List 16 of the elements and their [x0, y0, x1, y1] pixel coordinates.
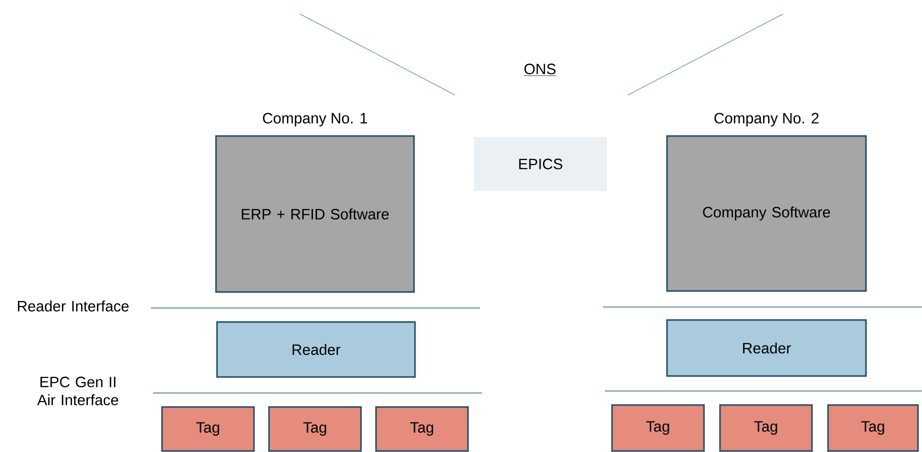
tag-box: Tag [719, 404, 813, 452]
tag-box: Tag [268, 406, 362, 452]
software-box: ERP + RFID Software [215, 135, 415, 293]
tag-box: Tag [611, 404, 705, 452]
layer-label: EPC Gen II Air Interface [37, 376, 118, 406]
company-heading: Company No. 2 [714, 112, 819, 126]
reader-box: Reader [216, 321, 416, 378]
company-heading: Company No. 1 [262, 112, 368, 126]
tag-box: Tag [375, 406, 469, 452]
tag-box: Tag [161, 406, 255, 452]
epics-box: EPICS [474, 137, 607, 191]
reader-box: Reader [666, 319, 867, 377]
layer-label: Reader Interface [18, 300, 129, 312]
underlined-label: ONS [524, 64, 556, 76]
software-box: Company Software [666, 135, 867, 292]
tag-box: Tag [827, 404, 919, 452]
